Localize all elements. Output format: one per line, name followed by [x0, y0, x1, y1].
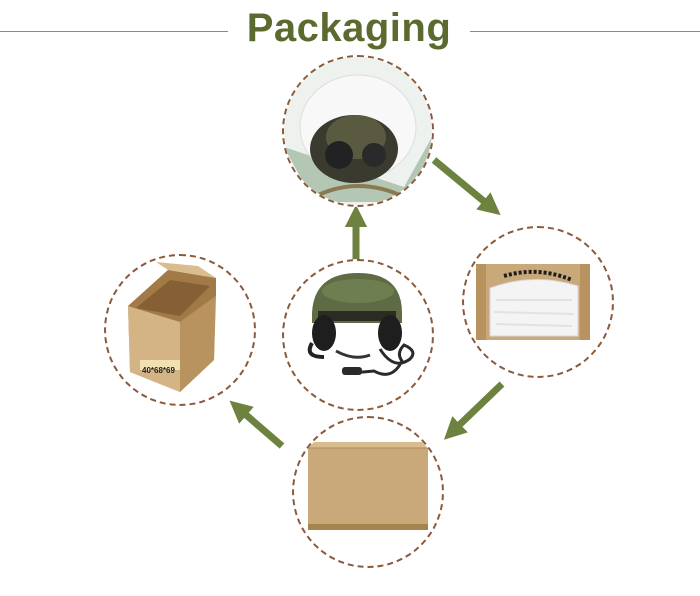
- page-title: Packaging: [246, 6, 452, 50]
- step-helmet: [282, 259, 434, 411]
- step-closed-box: [292, 416, 444, 568]
- bag-in-box-image: [476, 264, 590, 340]
- helmet-in-bag-image: [284, 57, 432, 205]
- arrow-to-left: [229, 400, 285, 449]
- shipping-carton-image: [128, 262, 216, 392]
- arrow-to-bottom: [443, 381, 505, 440]
- step-shipping-carton: 40*68*69: [104, 254, 256, 406]
- step-helmet-in-bag: [282, 55, 434, 207]
- carton-size-label: 40*68*69: [142, 366, 175, 375]
- arrow-to-right: [431, 157, 501, 216]
- header-rule-left: [0, 31, 228, 32]
- closed-box-image: [308, 442, 428, 530]
- header-rule-right: [470, 31, 700, 32]
- step-bag-in-box: [462, 226, 614, 378]
- helmet-image: [307, 273, 415, 376]
